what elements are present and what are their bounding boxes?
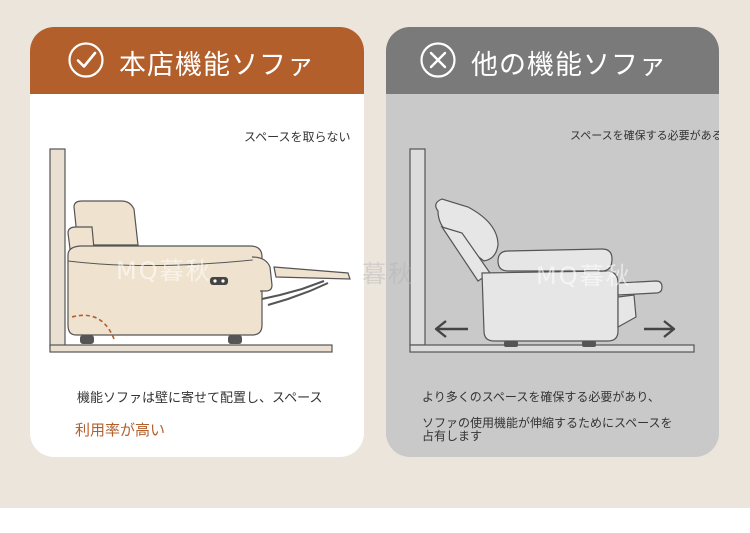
cross-circle-icon [420, 42, 456, 78]
right-caption-line3: 占有します [422, 429, 483, 443]
right-card-title: 他の機能ソファ [471, 50, 667, 81]
left-card-header: 本店機能ソファ [30, 27, 364, 94]
right-comparison-card: 他の機能ソファ [386, 27, 719, 457]
right-caption-line1: より多くのスペースを確保する必要があり、 [422, 390, 660, 404]
left-space-note: スペースを取らない [244, 130, 351, 144]
watermark-middle: 暮秋 [362, 260, 414, 288]
right-space-note: スペースを確保する必要がある [570, 129, 719, 142]
wall [409, 148, 426, 346]
right-card-header: 他の機能ソファ [386, 27, 719, 94]
right-arrow-icon [644, 320, 676, 338]
floor [49, 344, 333, 353]
watermark-right: MQ暮秋 [536, 262, 632, 290]
left-caption-highlight: 利用率が高い [75, 421, 166, 439]
watermark-left: MQ暮秋 [116, 257, 212, 285]
left-card-title: 本店機能ソファ [119, 50, 315, 81]
compact-sofa-illustration [49, 148, 351, 353]
left-caption-line1: 機能ソファは壁に寄せて配置し、スペース [77, 391, 323, 406]
floor [409, 344, 695, 353]
check-circle-icon [68, 42, 104, 78]
wall [49, 148, 66, 348]
left-arrow-icon [434, 320, 468, 338]
right-caption-line2: ソファの使用機能が伸縮するためにスペースを [422, 416, 673, 430]
extended-sofa-illustration [409, 148, 695, 353]
left-comparison-card: 本店機能ソファ [30, 27, 364, 457]
